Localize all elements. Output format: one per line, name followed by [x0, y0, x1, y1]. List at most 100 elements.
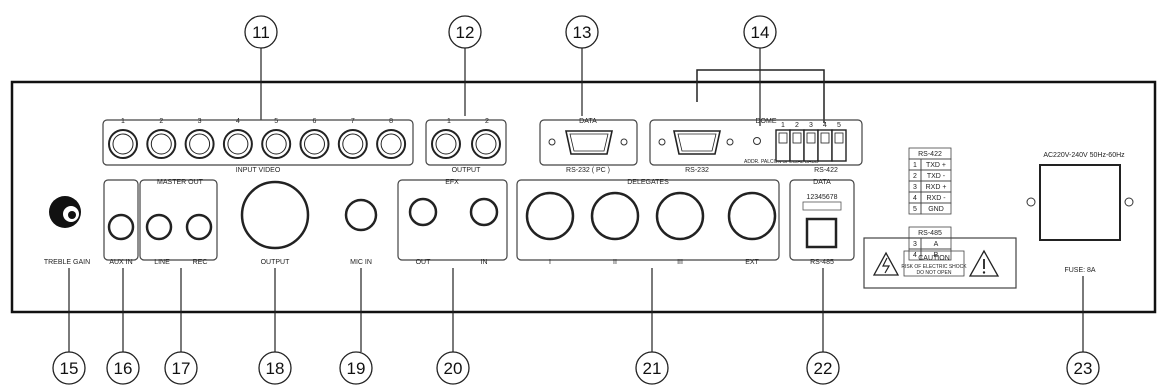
dome-switch-text: ADDR. PALCON SPECIAL BAUD — [744, 159, 819, 165]
input-video-jack-6 — [299, 129, 330, 159]
video-output-group — [425, 119, 507, 166]
callout-14: 14 — [696, 15, 825, 126]
input-video-number-5: 5 — [274, 118, 278, 125]
delegate-port-1-label: I — [549, 259, 551, 266]
delegate-port-2-label: II — [613, 259, 617, 266]
power-inlet — [1026, 164, 1134, 241]
pin-signal: GND — [928, 206, 944, 213]
audio-output-connector — [240, 180, 310, 250]
pin-number: 5 — [913, 206, 917, 213]
rs232-pc-label: RS-232 ( PC ) — [566, 167, 610, 174]
dome-title: DOME — [756, 118, 777, 125]
dome-terminal-number-2: 2 — [795, 122, 799, 129]
exclamation-warning-icon — [968, 249, 1000, 277]
callout-15-number: 15 — [60, 359, 79, 378]
input-video-jack-8 — [376, 129, 407, 159]
data-rs232-group — [539, 119, 638, 166]
input-video-number-4: 4 — [236, 118, 240, 125]
dome-terminal-number-3: 3 — [809, 122, 813, 129]
pin-number: 2 — [913, 173, 917, 180]
callout-16-number: 16 — [114, 359, 133, 378]
callout-13-number: 13 — [573, 23, 592, 42]
dome-rs232-db9-port — [658, 130, 734, 155]
callout-11: 11 — [244, 15, 278, 120]
callout-18-number: 18 — [266, 359, 285, 378]
dome-indicator-led — [753, 137, 761, 145]
caution-line2: DO NOT OPEN — [917, 270, 952, 276]
callout-23: 23 — [1066, 276, 1100, 385]
pin-number: 4 — [913, 252, 917, 259]
dome-terminal-2 — [789, 129, 805, 162]
callout-20-number: 20 — [444, 359, 463, 378]
aux-in-label: AUX IN — [109, 259, 132, 266]
dome-rs232-label: RS-232 — [685, 167, 709, 174]
rs422-table-header: RS-422 — [918, 151, 942, 158]
callout-12: 12 — [448, 15, 482, 116]
dome-group — [649, 119, 863, 166]
dome-terminal-3 — [803, 129, 819, 162]
aux-in-jack — [107, 213, 135, 241]
dip-switch-numbers: 12345678 — [806, 194, 837, 201]
audio-output-label: OUTPUT — [261, 259, 291, 266]
delegates-title: DELEGATES — [627, 179, 669, 186]
dome-terminal-1 — [775, 129, 791, 162]
pin-signal: A — [934, 241, 939, 248]
callout-20: 20 — [436, 268, 470, 385]
delegate-port-3 — [655, 191, 705, 241]
callout-17-number: 17 — [172, 359, 191, 378]
pin-number: 3 — [913, 241, 917, 248]
electric-shock-warning-icon — [872, 251, 900, 276]
input-video-jack-5 — [261, 129, 292, 159]
dome-terminal-number-1: 1 — [781, 122, 785, 129]
callout-12-number: 12 — [456, 23, 475, 42]
input-video-number-7: 7 — [351, 118, 355, 125]
callout-15: 15 — [52, 268, 86, 385]
delegate-port-3-label: III — [677, 259, 683, 266]
input-video-label: INPUT VIDEO — [236, 167, 281, 174]
master-out-rec-jack — [185, 213, 213, 241]
caution-box — [863, 237, 1017, 289]
pin-table-row: 5 GND — [908, 202, 952, 215]
rs485-table-header: RS-485 — [918, 230, 942, 237]
rs232-pc-db9-port — [548, 130, 628, 155]
pin-number: 3 — [913, 184, 917, 191]
caution-line1: RISK OF ELECTRIC SHOCK — [901, 264, 967, 270]
callout-21: 21 — [635, 268, 669, 385]
master-out-line-label: LINE — [154, 259, 170, 266]
callout-19: 19 — [339, 268, 373, 385]
callout-16: 16 — [106, 268, 140, 385]
delegate-port-ext — [727, 191, 777, 241]
efx-in-label: IN — [481, 259, 488, 266]
callout-14-number: 14 — [751, 23, 770, 42]
master-out-title: MASTER OUT — [157, 179, 204, 186]
mic-in-jack — [344, 198, 378, 232]
callout-23-number: 23 — [1074, 359, 1093, 378]
callout-17: 17 — [164, 268, 198, 385]
pin-signal: TXD - — [927, 173, 946, 180]
dome-terminal-5 — [831, 129, 847, 162]
input-video-number-6: 6 — [313, 118, 317, 125]
power-rating-label: AC220V-240V 50Hz-60Hz — [1043, 152, 1125, 159]
dome-terminal-number-4: 4 — [823, 122, 827, 129]
video-output-jack-1 — [431, 129, 461, 159]
mic-in-label: MIC IN — [350, 259, 372, 266]
input-video-number-8: 8 — [389, 118, 393, 125]
fuse-label: FUSE: 8A — [1064, 267, 1095, 274]
master-out-frame — [139, 179, 218, 261]
video-output-number-2: 2 — [485, 118, 489, 125]
pin-number: 4 — [913, 195, 917, 202]
rs485-frame — [789, 179, 855, 261]
dip-switch — [802, 201, 842, 211]
data-rs232-title: DATA — [579, 118, 597, 125]
input-video-number-3: 3 — [198, 118, 202, 125]
input-video-group — [102, 119, 414, 166]
video-output-jack-2 — [471, 129, 501, 159]
pin-signal: B — [934, 252, 939, 259]
delegate-port-1 — [525, 191, 575, 241]
pin-table-row: 2 TXD - — [908, 169, 952, 182]
